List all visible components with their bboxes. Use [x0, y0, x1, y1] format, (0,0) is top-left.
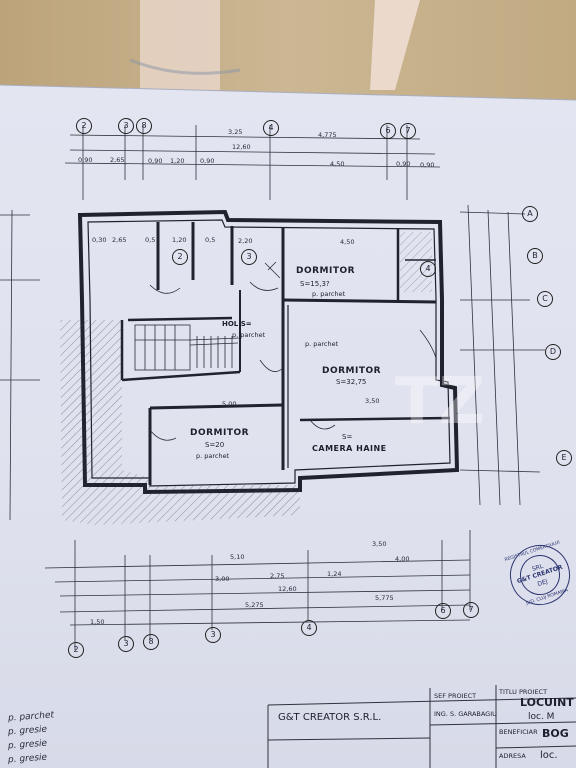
dim-top3-7: 0,90	[420, 161, 435, 169]
dim-top-total: 12,60	[232, 143, 251, 151]
dim-room-2: 0,5	[145, 236, 156, 244]
building-walls	[77, 209, 460, 495]
axis-top-8: 8	[136, 118, 152, 134]
axis-right-b: B	[527, 248, 543, 264]
top-dimension-lines	[64, 125, 441, 200]
axis-bottom-6: 6	[435, 603, 451, 619]
dim-bot1-2: 4,00	[395, 555, 410, 563]
room-dormitor-3-area: S=20	[205, 441, 225, 449]
title-block-adresa-value: loc.	[540, 750, 558, 761]
axis-right-c: C	[537, 291, 553, 307]
door-arcs	[149, 261, 437, 441]
room-camera-haine-name: CAMERA HAINE	[312, 444, 387, 453]
axis-right-e: E	[556, 450, 572, 466]
title-block-sef-label: SEF PROIECT	[434, 692, 477, 700]
room-dormitor-1-floor: p. parchet	[312, 290, 346, 298]
dim-mid-0: 5,00	[222, 400, 237, 408]
room-hol-name: HOL S=	[222, 320, 252, 328]
dim-room-5: 2,20	[238, 237, 253, 245]
title-block-company: G&T CREATOR S.R.L.	[278, 712, 382, 723]
furniture-leg-right	[370, 0, 420, 90]
wardrobe-hatch	[400, 232, 432, 292]
axis-bottom-8: 8	[143, 634, 159, 650]
dim-top3-4: 0,90	[200, 157, 215, 165]
title-block-titlu-label: TITLU PROIECT	[499, 688, 548, 696]
room-dormitor-1-area: S=15,3?	[300, 280, 330, 288]
dim-bot2-2: 1,24	[327, 570, 342, 578]
room-number-4: 4	[420, 261, 436, 277]
axis-right-a: A	[522, 206, 538, 222]
dim-bot1-0: 5,10	[230, 553, 245, 561]
axis-top-7: 7	[400, 123, 416, 139]
dim-top3-3: 1,20	[170, 157, 185, 165]
axis-bottom-7: 7	[463, 602, 479, 618]
dim-top3-1: 2,65	[110, 156, 125, 164]
watermark: TZ	[395, 365, 486, 439]
room-camera-haine-area: S=	[342, 433, 353, 441]
dim-bot2-0: 3,00	[215, 575, 230, 583]
room-dormitor-3-floor: p. parchet	[196, 452, 230, 460]
dim-room-6: 4,50	[340, 238, 355, 246]
title-block-beneficiar-label: BENEFICIAR	[499, 728, 538, 736]
axis-right-d: D	[545, 344, 561, 360]
dim-top3-5: 4,50	[330, 160, 345, 168]
dim-bot4-1: 5,275	[245, 601, 264, 609]
furniture-leg-left	[140, 0, 220, 90]
bottom-dimension-lines	[44, 530, 471, 650]
axis-top-4: 4	[263, 120, 279, 136]
room-dormitor-3-name: DORMITOR	[190, 428, 250, 438]
dim-bot4-0: 1,50	[90, 618, 105, 626]
staircase	[134, 324, 241, 371]
room-number-3: 3	[241, 249, 257, 265]
title-block-beneficiar-value: BOG	[542, 727, 569, 740]
dim-room-4: 0,5	[205, 236, 216, 244]
room-dormitor-2-name: DORMITOR	[322, 366, 382, 376]
title-block-frame	[267, 685, 576, 768]
dim-room-0: 0,30	[92, 236, 107, 244]
dim-mid-1: 3,50	[365, 397, 380, 405]
dim-top3-2: 0,90	[148, 157, 163, 165]
dim-top-1: 3,25	[228, 128, 243, 136]
room-dormitor-1-name: DORMITOR	[296, 266, 356, 276]
axis-top-2: 2	[76, 118, 92, 134]
axis-bottom-3b: 3	[205, 627, 221, 643]
left-dimension-lines	[0, 209, 40, 521]
dim-top-2: 4,775	[318, 131, 337, 139]
axis-bottom-2: 2	[68, 642, 84, 658]
axis-bottom-3: 3	[118, 636, 134, 652]
dim-bot2-1: 2,75	[270, 572, 285, 580]
room-dormitor-2-floor: p. parchet	[305, 340, 339, 348]
axis-top-6: 6	[380, 123, 396, 139]
right-dimension-lines	[459, 204, 545, 506]
dim-bot4-2: 5,775	[375, 594, 394, 602]
dim-top3-6: 0,90	[396, 160, 411, 168]
title-block-titlu-value: LOCUINT	[520, 696, 574, 709]
axis-bottom-4: 4	[301, 620, 317, 636]
dim-bot1-1: 3,50	[372, 540, 387, 548]
title-block-adresa-label: ADRESA	[499, 752, 526, 760]
dim-room-1: 2,65	[112, 236, 127, 244]
room-dormitor-2-area: S=32,75	[336, 378, 367, 386]
dim-room-3: 1,20	[172, 236, 187, 244]
title-block-loc: loc. M	[528, 712, 555, 722]
room-number-2: 2	[172, 249, 188, 265]
title-block-sef-name: ING. S. GARABAGIU	[434, 710, 497, 718]
room-hol-floor: p. parchet	[232, 331, 266, 339]
dim-bot3-0: 12,60	[278, 585, 297, 593]
dim-top3-0: 0,90	[78, 156, 93, 164]
terrace-hatch	[60, 320, 300, 525]
axis-top-3: 3	[118, 118, 134, 134]
